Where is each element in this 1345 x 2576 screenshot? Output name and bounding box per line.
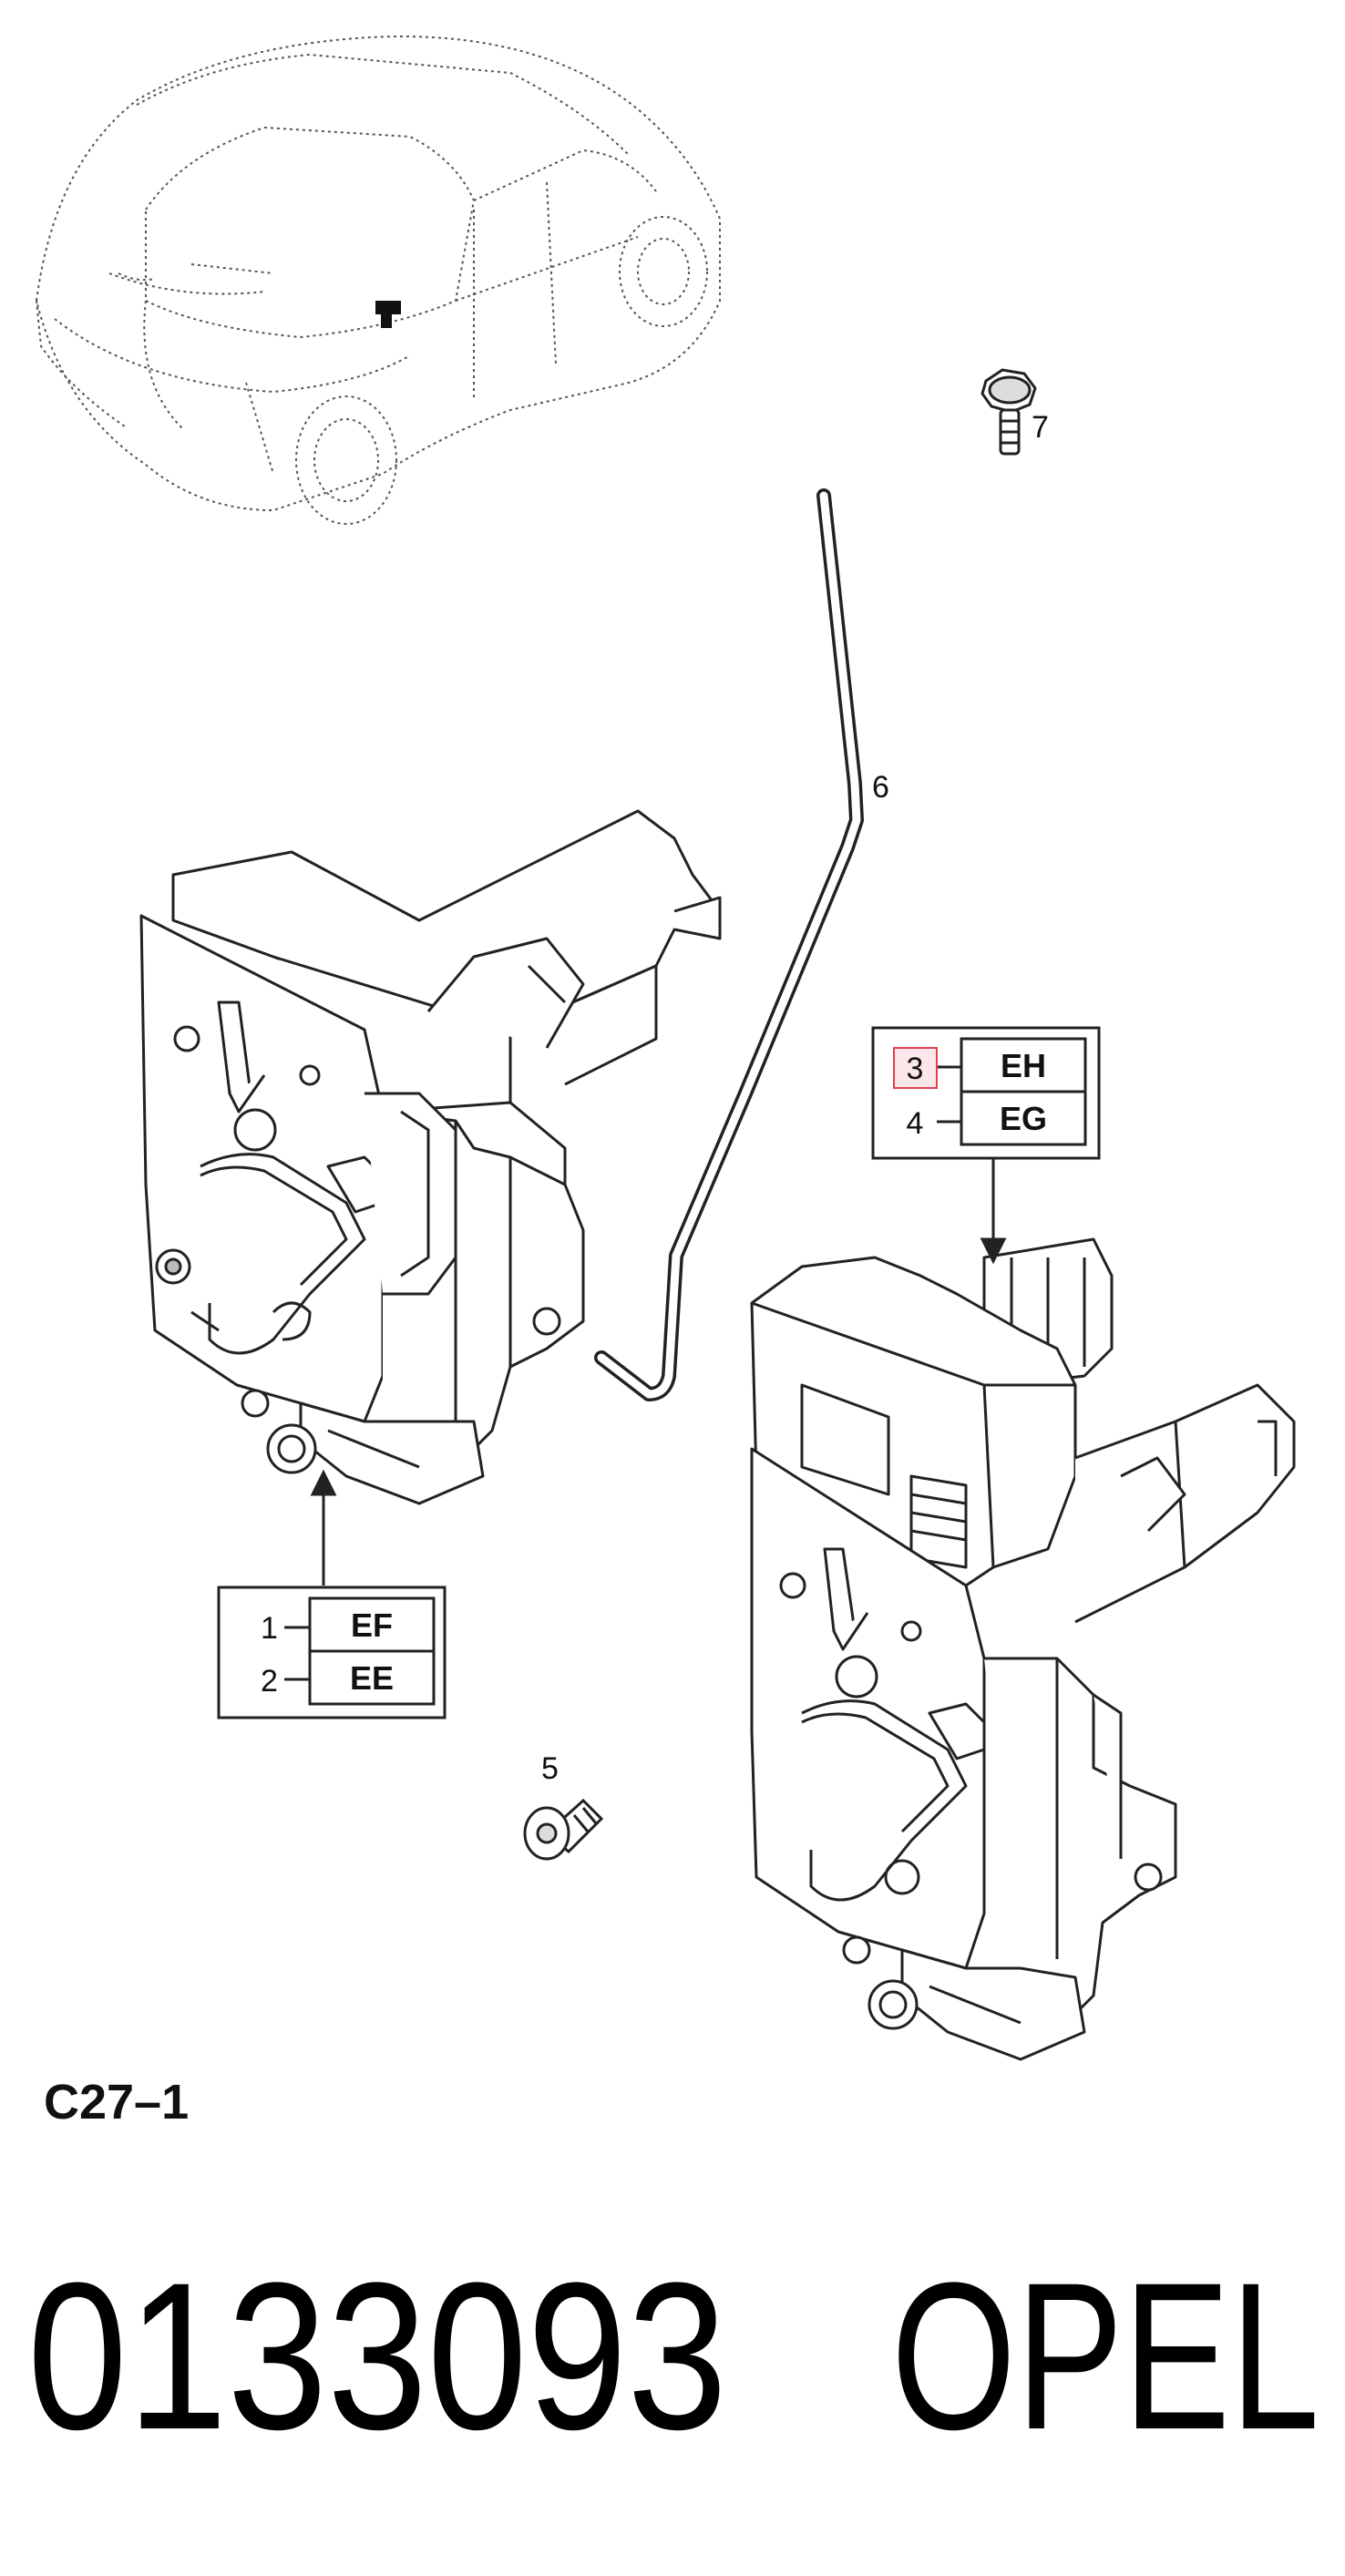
callout-3: 3 xyxy=(907,1052,924,1086)
rod-part-6 xyxy=(594,488,864,1401)
callout-2: 2 xyxy=(261,1664,278,1699)
code-ef: EF xyxy=(351,1606,393,1644)
door-lock-left xyxy=(139,809,722,1505)
callout-5: 5 xyxy=(541,1751,559,1786)
callout-4: 4 xyxy=(907,1106,924,1141)
callout-6: 6 xyxy=(872,770,889,805)
screw-part-5 xyxy=(523,1798,604,1861)
code-eh: EH xyxy=(1001,1047,1046,1084)
callout-box-right: 3 4 EH EG xyxy=(871,1026,1101,1160)
highlight-callout-3 xyxy=(893,1047,938,1089)
code-ee: EE xyxy=(350,1659,394,1697)
arrow-to-right-lock xyxy=(980,1159,1007,1265)
door-lock-location-marker xyxy=(375,301,401,328)
part-number-label: 0133093 xyxy=(27,2239,727,2473)
brand-label: OPEL xyxy=(891,2239,1319,2473)
code-eg: EG xyxy=(1000,1100,1047,1137)
arrow-to-left-lock xyxy=(310,1469,337,1586)
diagram-id-label: C27–1 xyxy=(44,2075,189,2130)
callout-1: 1 xyxy=(261,1611,278,1646)
car-outline-illustration xyxy=(35,35,721,525)
door-lock-right xyxy=(750,1237,1296,2061)
callout-7: 7 xyxy=(1032,410,1049,445)
bolt-part-7 xyxy=(981,368,1037,456)
callout-box-left: 1 2 EF EE xyxy=(217,1586,447,1719)
